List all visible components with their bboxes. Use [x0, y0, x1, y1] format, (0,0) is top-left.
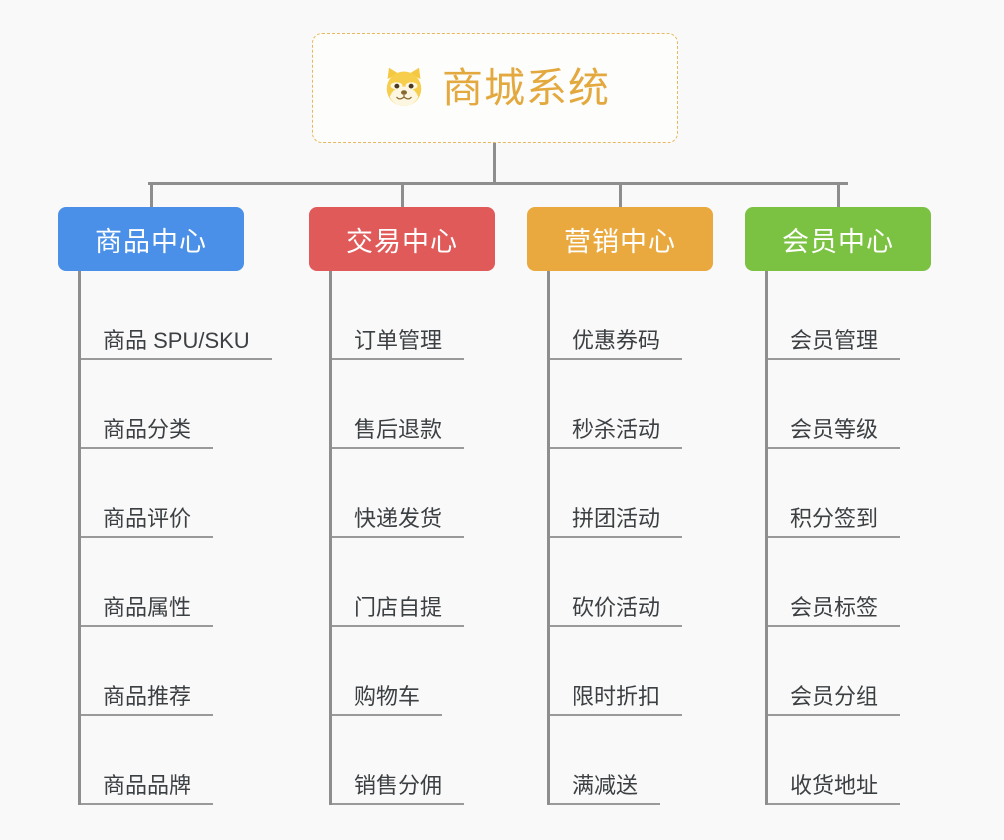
- list-item[interactable]: 购物车: [330, 627, 495, 716]
- leaf-label: 商品评价: [103, 505, 192, 531]
- leaf-label: 订单管理: [354, 327, 443, 353]
- leaf-label: 商品推荐: [103, 683, 192, 709]
- list-item[interactable]: 商品分类: [79, 360, 244, 449]
- list-item[interactable]: 商品品牌: [79, 716, 244, 805]
- leaf-label: 优惠券码: [572, 327, 661, 353]
- list-item[interactable]: 优惠券码: [548, 271, 713, 360]
- leaf-label: 秒杀活动: [572, 416, 661, 442]
- list-item[interactable]: 商品评价: [79, 449, 244, 538]
- leaf-list-marketing-center: 优惠券码 秒杀活动 拼团活动 砍价活动 限时折扣 满减送: [527, 271, 713, 805]
- leaf-label: 商品属性: [103, 594, 192, 620]
- list-item[interactable]: 砍价活动: [548, 538, 713, 627]
- list-item[interactable]: 售后退款: [330, 360, 495, 449]
- list-item[interactable]: 订单管理: [330, 271, 495, 360]
- root-stem-connector: [493, 143, 496, 184]
- list-item[interactable]: 限时折扣: [548, 627, 713, 716]
- category-header-member-center[interactable]: 会员中心: [745, 207, 931, 271]
- leaf-label: 会员管理: [790, 327, 879, 353]
- drop-connector-3: [619, 182, 622, 208]
- root-node[interactable]: 商城系统: [312, 33, 678, 143]
- drop-connector-2: [401, 182, 404, 208]
- leaf-label: 会员标签: [790, 594, 879, 620]
- leaf-list-member-center: 会员管理 会员等级 积分签到 会员标签 会员分组 收货地址: [745, 271, 931, 805]
- branch-spine: [329, 271, 332, 805]
- horizontal-bus-connector: [148, 182, 848, 185]
- list-item[interactable]: 会员标签: [766, 538, 931, 627]
- leaf-label: 积分签到: [790, 505, 879, 531]
- branch-spine: [78, 271, 81, 805]
- branch-column-member-center: 会员中心 会员管理 会员等级 积分签到 会员标签 会员分组 收货地址: [745, 207, 931, 805]
- shiba-dog-face-icon: [386, 67, 422, 107]
- leaf-label: 会员等级: [790, 416, 879, 442]
- category-header-marketing-center[interactable]: 营销中心: [527, 207, 713, 271]
- list-item[interactable]: 收货地址: [766, 716, 931, 805]
- list-item[interactable]: 会员分组: [766, 627, 931, 716]
- list-item[interactable]: 门店自提: [330, 538, 495, 627]
- drop-connector-1: [150, 182, 153, 208]
- drop-connector-4: [837, 182, 840, 208]
- leaf-label: 商品 SPU/SKU: [103, 327, 250, 353]
- branch-column-marketing-center: 营销中心 优惠券码 秒杀活动 拼团活动 砍价活动 限时折扣 满减送: [527, 207, 713, 805]
- list-item[interactable]: 会员管理: [766, 271, 931, 360]
- leaf-label: 收货地址: [790, 772, 879, 798]
- leaf-label: 快递发货: [354, 505, 443, 531]
- root-title: 商城系统: [442, 64, 610, 111]
- list-item[interactable]: 销售分佣: [330, 716, 495, 805]
- leaf-label: 满减送: [572, 772, 639, 798]
- leaf-label: 砍价活动: [572, 594, 661, 620]
- leaf-label: 会员分组: [790, 683, 879, 709]
- list-item[interactable]: 商品推荐: [79, 627, 244, 716]
- leaf-label: 购物车: [354, 683, 421, 709]
- branch-spine: [547, 271, 550, 805]
- list-item[interactable]: 快递发货: [330, 449, 495, 538]
- leaf-label: 销售分佣: [354, 772, 443, 798]
- leaf-label: 门店自提: [354, 594, 443, 620]
- category-header-product-center[interactable]: 商品中心: [58, 207, 244, 271]
- leaf-label: 商品分类: [103, 416, 192, 442]
- list-item[interactable]: 商品属性: [79, 538, 244, 627]
- list-item[interactable]: 会员等级: [766, 360, 931, 449]
- list-item[interactable]: 拼团活动: [548, 449, 713, 538]
- leaf-label: 商品品牌: [103, 772, 192, 798]
- list-item[interactable]: 商品 SPU/SKU: [79, 271, 272, 360]
- leaf-label: 售后退款: [354, 416, 443, 442]
- leaf-label: 拼团活动: [572, 505, 661, 531]
- list-item[interactable]: 满减送: [548, 716, 713, 805]
- leaf-list-product-center: 商品 SPU/SKU 商品分类 商品评价 商品属性 商品推荐 商品品牌: [58, 271, 272, 805]
- list-item[interactable]: 秒杀活动: [548, 360, 713, 449]
- leaf-list-trade-center: 订单管理 售后退款 快递发货 门店自提 购物车 销售分佣: [309, 271, 495, 805]
- branch-column-trade-center: 交易中心 订单管理 售后退款 快递发货 门店自提 购物车 销售分佣: [309, 207, 495, 805]
- branch-spine: [765, 271, 768, 805]
- category-header-trade-center[interactable]: 交易中心: [309, 207, 495, 271]
- list-item[interactable]: 积分签到: [766, 449, 931, 538]
- branch-column-product-center: 商品中心 商品 SPU/SKU 商品分类 商品评价 商品属性 商品推荐 商品品牌: [58, 207, 272, 805]
- leaf-label: 限时折扣: [572, 683, 661, 709]
